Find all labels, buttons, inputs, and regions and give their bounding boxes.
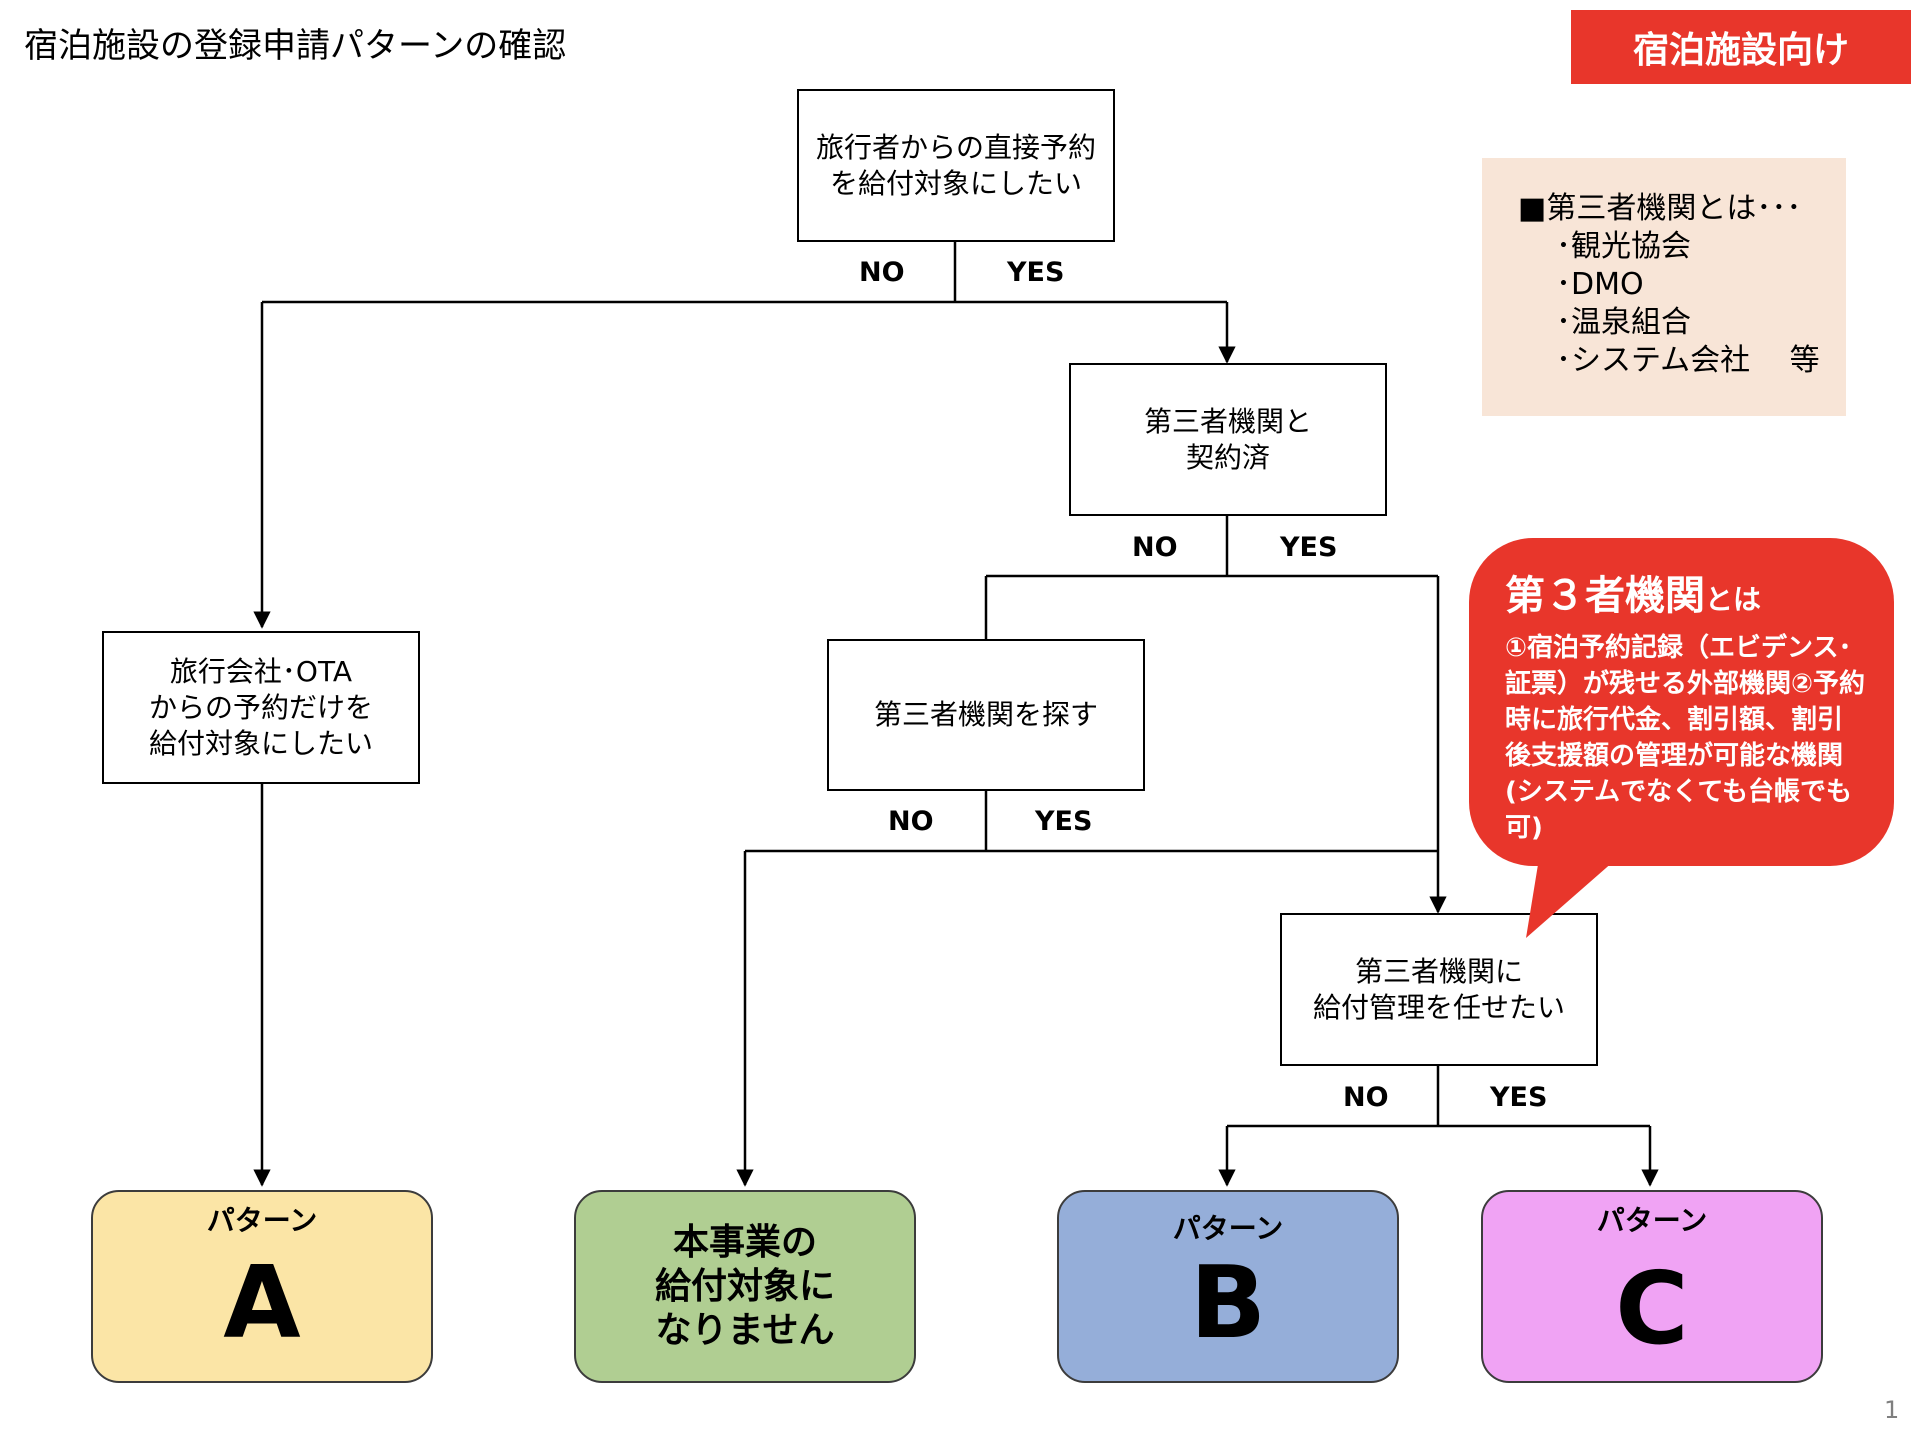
definition-item: ･観光協会 [1556,229,1691,264]
branch-yes-label: YES [1280,532,1338,563]
decision-third-party-contract: 第三者機関と 契約済 [1069,363,1387,516]
callout-title-suffix: とは [1705,583,1762,616]
pattern-label: パターン [1172,1212,1284,1245]
branch-no-label: NO [1343,1082,1389,1113]
pattern-label: パターン [1596,1204,1708,1237]
branch-no-label: NO [859,257,905,288]
page-title: 宿泊施設の登録申請パターンの確認 [24,26,567,66]
pattern-letter: A [223,1244,301,1361]
definition-item: ･DMO [1556,267,1644,302]
page-number: 1 [1884,1396,1900,1424]
branch-yes-label: YES [1035,806,1093,837]
definition-item: ･温泉組合 [1556,305,1691,340]
pattern-letter: C [1615,1250,1689,1367]
third-party-callout: 第３者機関とは ①宿泊予約記録（エビデンス･証票）が残せる外部機関②予約時に旅行… [1469,538,1894,866]
decision-find-third-party: 第三者機関を探す [827,639,1145,791]
result-pattern-c: パターン C [1481,1190,1823,1383]
not-eligible-text: 本事業の 給付対象に なりません [654,1221,835,1351]
callout-title: 第３者機関 [1505,573,1705,619]
result-pattern-b: パターン B [1057,1190,1399,1383]
branch-yes-label: YES [1007,257,1065,288]
result-pattern-a: パターン A [91,1190,433,1383]
branch-yes-label: YES [1490,1082,1548,1113]
callout-body: ①宿泊予約記録（エビデンス･証票）が残せる外部機関②予約時に旅行代金、割引額、割… [1505,633,1866,843]
decision-ota-only: 旅行会社･OTA からの予約だけを 給付対象にしたい [102,631,420,784]
decision-delegate-management: 第三者機関に 給付管理を任せたい [1280,913,1598,1066]
branch-no-label: NO [1132,532,1178,563]
third-party-definition-box: ■第三者機関とは･･･ ･観光協会 ･DMO ･温泉組合 ･システム会社 等 [1482,158,1846,416]
pattern-letter: B [1189,1244,1267,1361]
branch-no-label: NO [888,806,934,837]
decision-direct-booking: 旅行者からの直接予約 を給付対象にしたい [797,89,1115,242]
pattern-label: パターン [206,1204,318,1237]
audience-tag: 宿泊施設向け [1571,10,1911,84]
result-not-eligible: 本事業の 給付対象に なりません [574,1190,916,1383]
definition-item: ･システム会社 等 [1556,343,1820,378]
definition-heading: ■第三者機関とは･･･ [1518,191,1802,226]
